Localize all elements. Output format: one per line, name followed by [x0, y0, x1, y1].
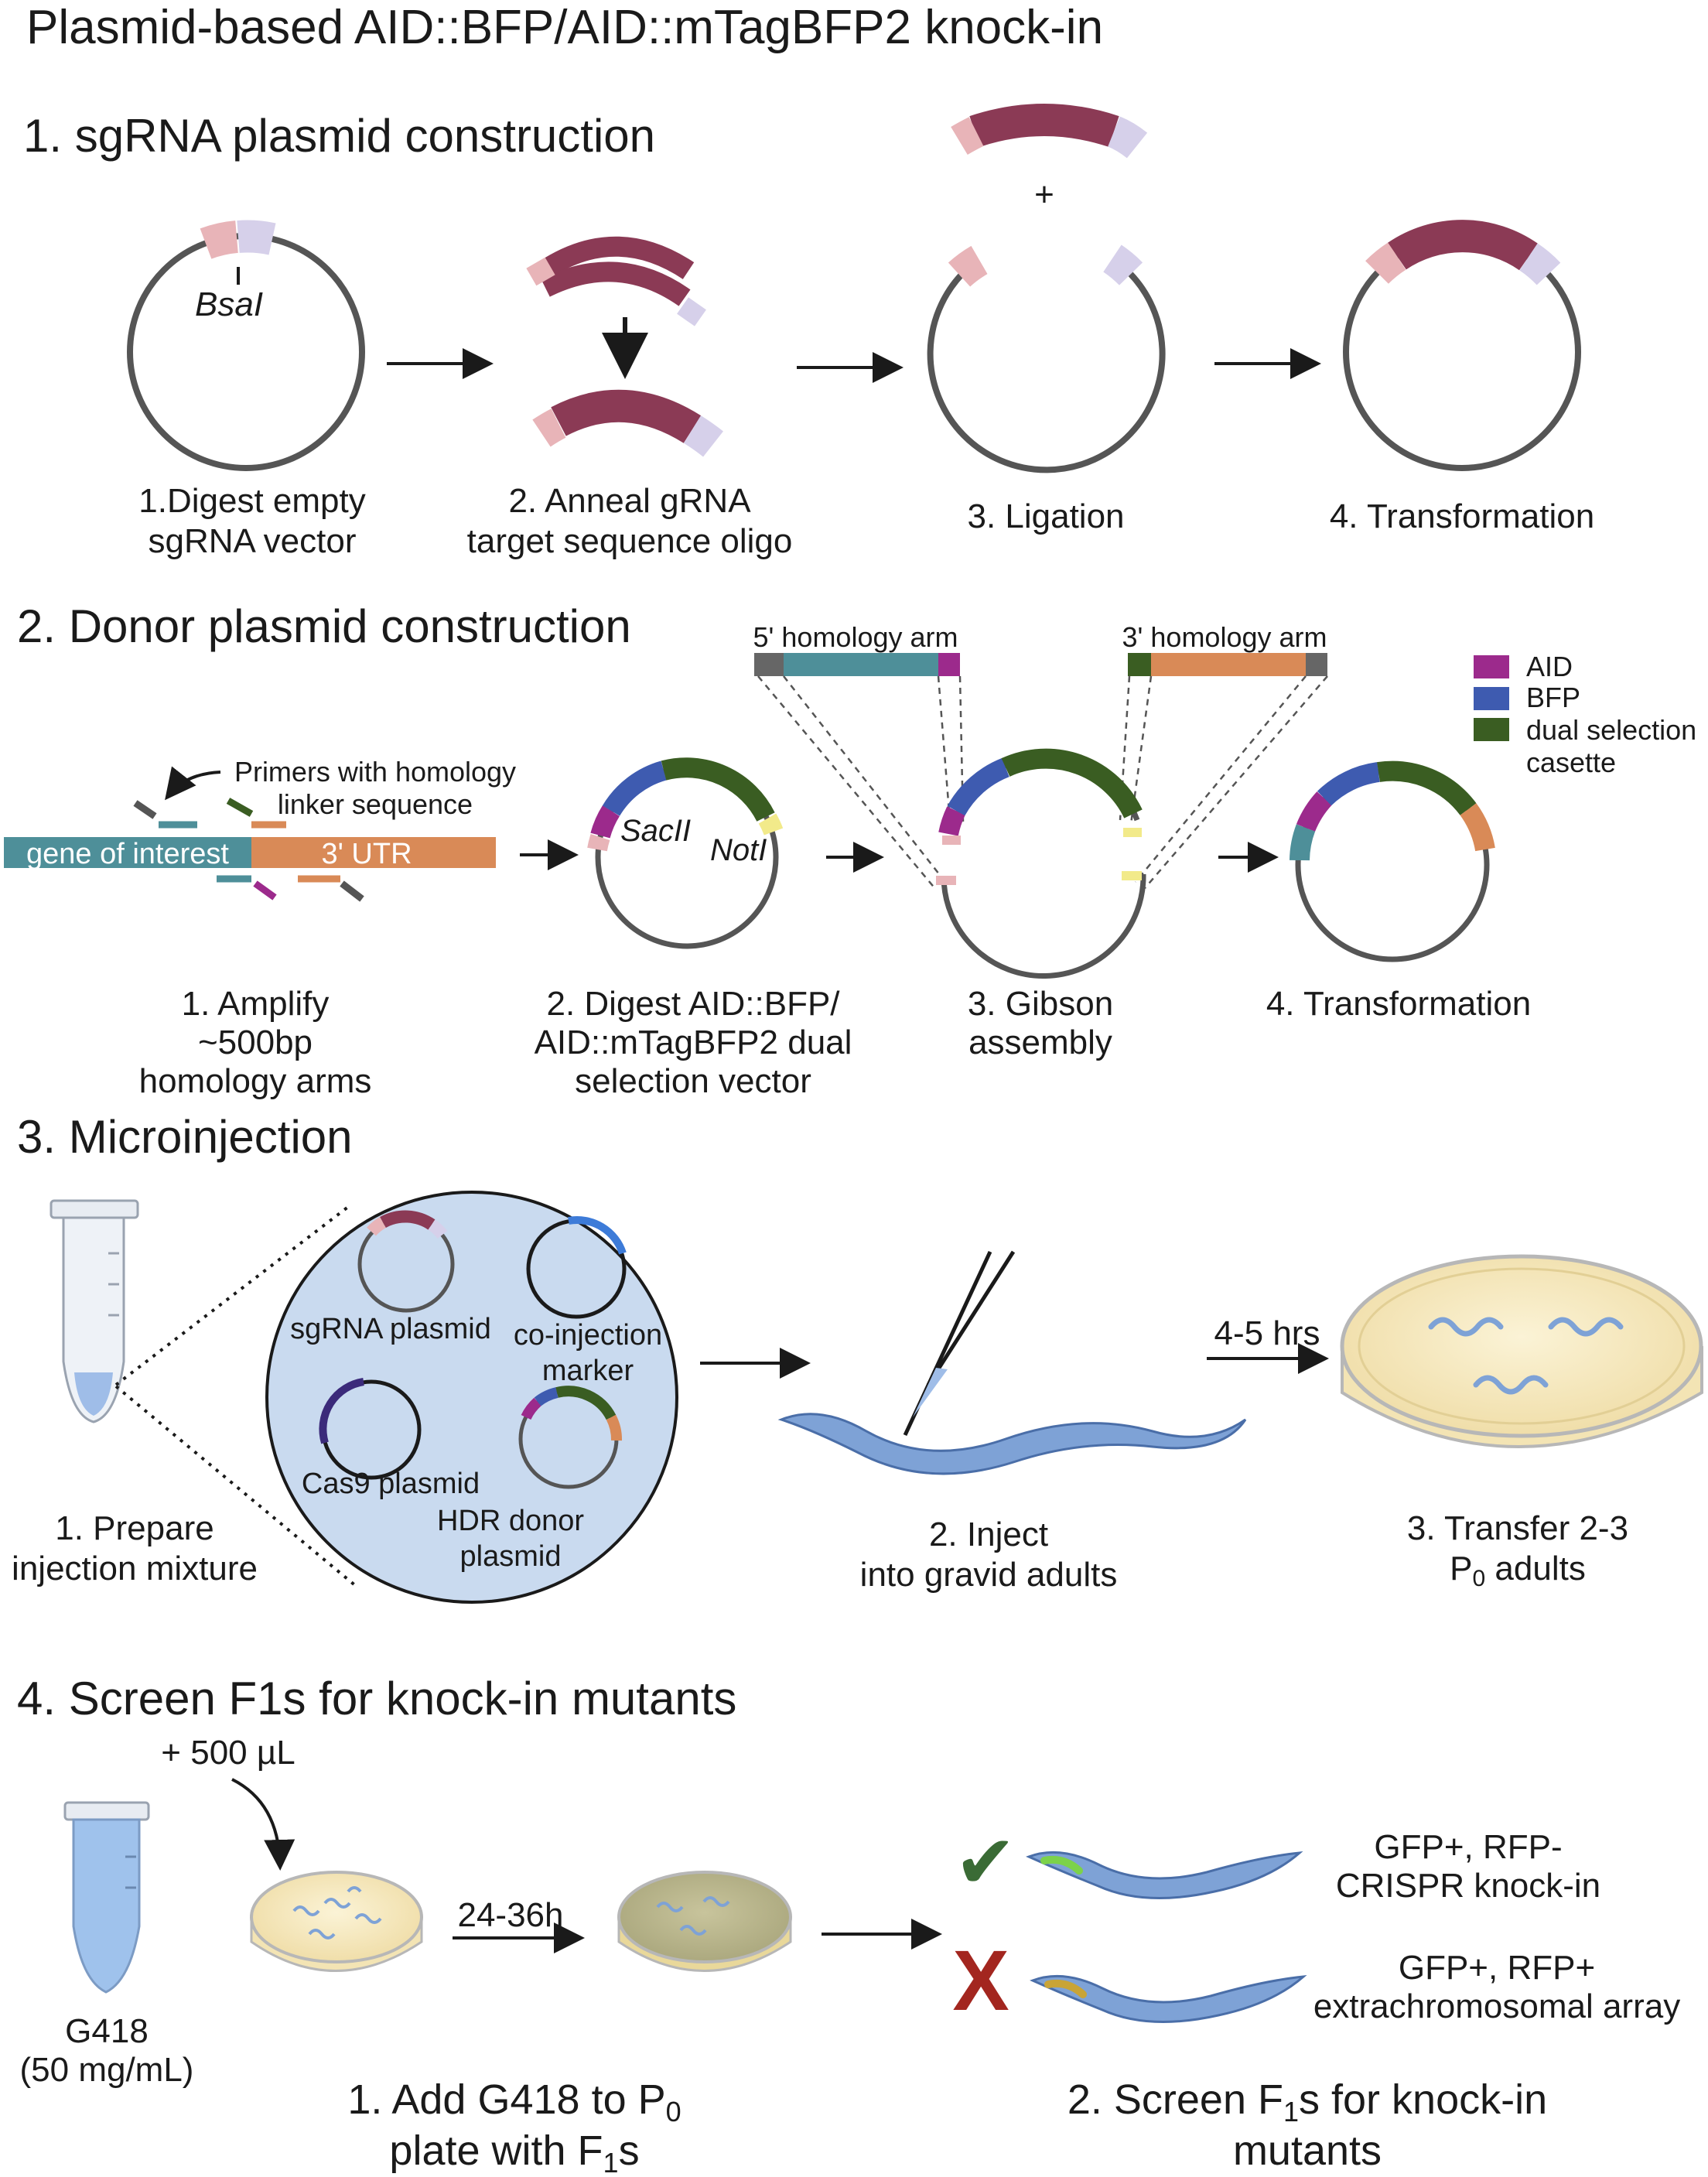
gene-of-interest-label: gene of interest — [26, 838, 229, 870]
microcentrifuge-tube-icon — [50, 1199, 139, 1423]
p0-plate-icon — [250, 1871, 423, 1972]
section-2-heading: 2. Donor plasmid construction — [17, 600, 631, 652]
arm5-label: 5' homology arm — [753, 621, 958, 653]
section-4-heading: 4. Screen F1s for knock-in mutants — [17, 1673, 736, 1724]
s3-step2-label-a: 2. Inject — [929, 1516, 1048, 1553]
homology-arm-3 — [1128, 653, 1327, 676]
g418-tube-icon — [63, 1801, 150, 1994]
treated-plate-icon — [617, 1871, 792, 1972]
legend: AID BFP dual selection casette — [1474, 651, 1696, 778]
array-result-label-a: GFP+, RFP+ — [1399, 1949, 1595, 1987]
hdr-label-a: HDR donor — [437, 1505, 584, 1537]
g418-label: G418 — [65, 2012, 149, 2050]
add-volume-label: + 500 µL — [161, 1734, 295, 1772]
donor-plasmid — [1290, 760, 1495, 962]
ligation-insert — [951, 104, 1148, 159]
section-1-heading: 1. sgRNA plasmid construction — [23, 110, 655, 162]
empty-sgrna-vector — [127, 220, 365, 471]
open-vector — [927, 244, 1166, 473]
s2-step1-label-a: 1. Amplify — [182, 985, 330, 1023]
noti-site-label: NotI — [710, 833, 767, 867]
primers-label-a: Primers with homology — [234, 756, 516, 788]
s2-step2-label-b: AID::mTagBFP2 dual — [535, 1024, 852, 1061]
gene-locus — [4, 766, 496, 902]
s1-step3-label: 3. Ligation — [967, 497, 1124, 535]
legend-swatch-dual — [1474, 718, 1509, 741]
hdr-label-b: plasmid — [460, 1540, 562, 1573]
s2-step3-label-a: 3. Gibson — [968, 985, 1113, 1023]
worm-injection-icon — [777, 1250, 1247, 1475]
s4-step2-label-b: mutants — [1233, 2127, 1382, 2174]
cross-mark-icon: X — [952, 1933, 1009, 2028]
s2-step3-label-b: assembly — [968, 1024, 1112, 1061]
legend-swatch-aid — [1474, 655, 1509, 678]
s2-step1-label-c: homology arms — [139, 1062, 372, 1100]
array-result-label-b: extrachromosomal array — [1313, 1987, 1680, 2025]
s2-step2-label-c: selection vector — [575, 1062, 811, 1100]
transformed-sgrna-plasmid — [1343, 220, 1581, 471]
s1-step2-label-a: 2. Anneal gRNA — [508, 482, 751, 520]
array-worm-icon — [1030, 1974, 1307, 2023]
figure-title: Plasmid-based AID::BFP/AID::mTagBFP2 kno… — [26, 1, 1103, 54]
s3-step2-label-b: into gravid adults — [860, 1556, 1118, 1594]
s3-step1-label-a: 1. Prepare — [55, 1509, 214, 1547]
arm3-label: 3' homology arm — [1122, 621, 1327, 653]
injection-mixture-circle — [265, 1191, 678, 1604]
bsai-site-label: BsaI — [195, 285, 263, 323]
s3-step3-label-a: 3. Transfer 2-3 — [1407, 1509, 1628, 1547]
s4-step1-label-a: 1. Add G418 to P0 — [347, 2076, 681, 2127]
zoom-lines — [114, 1205, 357, 1587]
annealed-oligos — [526, 236, 723, 457]
s2-step1-label-b: ~500bp — [198, 1024, 313, 1061]
check-mark-icon: ✔ — [955, 1821, 1016, 1904]
legend-swatch-bfp — [1474, 687, 1509, 710]
utr-label: 3' UTR — [321, 838, 412, 870]
knock-in-worm-icon — [1026, 1851, 1303, 1899]
gibson-vector — [936, 748, 1146, 979]
legend-label-dual-b: casette — [1526, 747, 1616, 778]
add-volume-arrow — [231, 1778, 295, 1871]
s1-step1-label-a: 1.Digest empty — [138, 482, 365, 520]
s2-step2-label-a: 2. Digest AID::BFP/ — [546, 985, 840, 1023]
s3-time-label: 4-5 hrs — [1214, 1314, 1320, 1352]
g418-concentration-label: (50 mg/mL) — [20, 2051, 194, 2089]
knock-in-result-label-a: GFP+, RFP- — [1374, 1828, 1562, 1866]
legend-label-dual: dual selection — [1526, 714, 1696, 746]
sacii-site-label: SacII — [620, 814, 691, 848]
section-3-heading: 3. Microinjection — [17, 1111, 353, 1163]
s1-step1-label-b: sgRNA vector — [149, 522, 357, 560]
gibson-dashed-lines — [757, 675, 1328, 890]
coinjection-label-b: marker — [542, 1355, 634, 1387]
s3-step1-label-b: injection mixture — [12, 1550, 258, 1587]
dual-selection-vector — [587, 757, 784, 949]
s4-step1-label-b: plate with F1s — [389, 2127, 639, 2177]
s3-step3-label-b: P0 adults — [1450, 1550, 1586, 1591]
petri-dish-p0-icon — [1340, 1254, 1703, 1448]
knock-in-result-label-b: CRISPR knock-in — [1336, 1867, 1600, 1905]
legend-label-aid: AID — [1526, 651, 1573, 682]
s4-time-label: 24-36h — [457, 1896, 563, 1934]
s4-step2-label-a: 2. Screen F1s for knock-in — [1068, 2076, 1547, 2127]
s2-step4-label: 4. Transformation — [1266, 985, 1531, 1023]
legend-label-bfp: BFP — [1526, 682, 1580, 713]
s1-step4-label: 4. Transformation — [1330, 497, 1594, 535]
coinjection-label-a: co-injection — [514, 1319, 662, 1352]
s1-step2-label-b: target sequence oligo — [467, 522, 793, 560]
sgrna-plasmid-label: sgRNA plasmid — [290, 1313, 491, 1345]
cas9-plasmid-label: Cas9 plasmid — [302, 1468, 480, 1500]
primers-label-b: linker sequence — [278, 788, 473, 820]
plus-sign: + — [1034, 176, 1054, 214]
homology-arm-5 — [754, 653, 960, 676]
